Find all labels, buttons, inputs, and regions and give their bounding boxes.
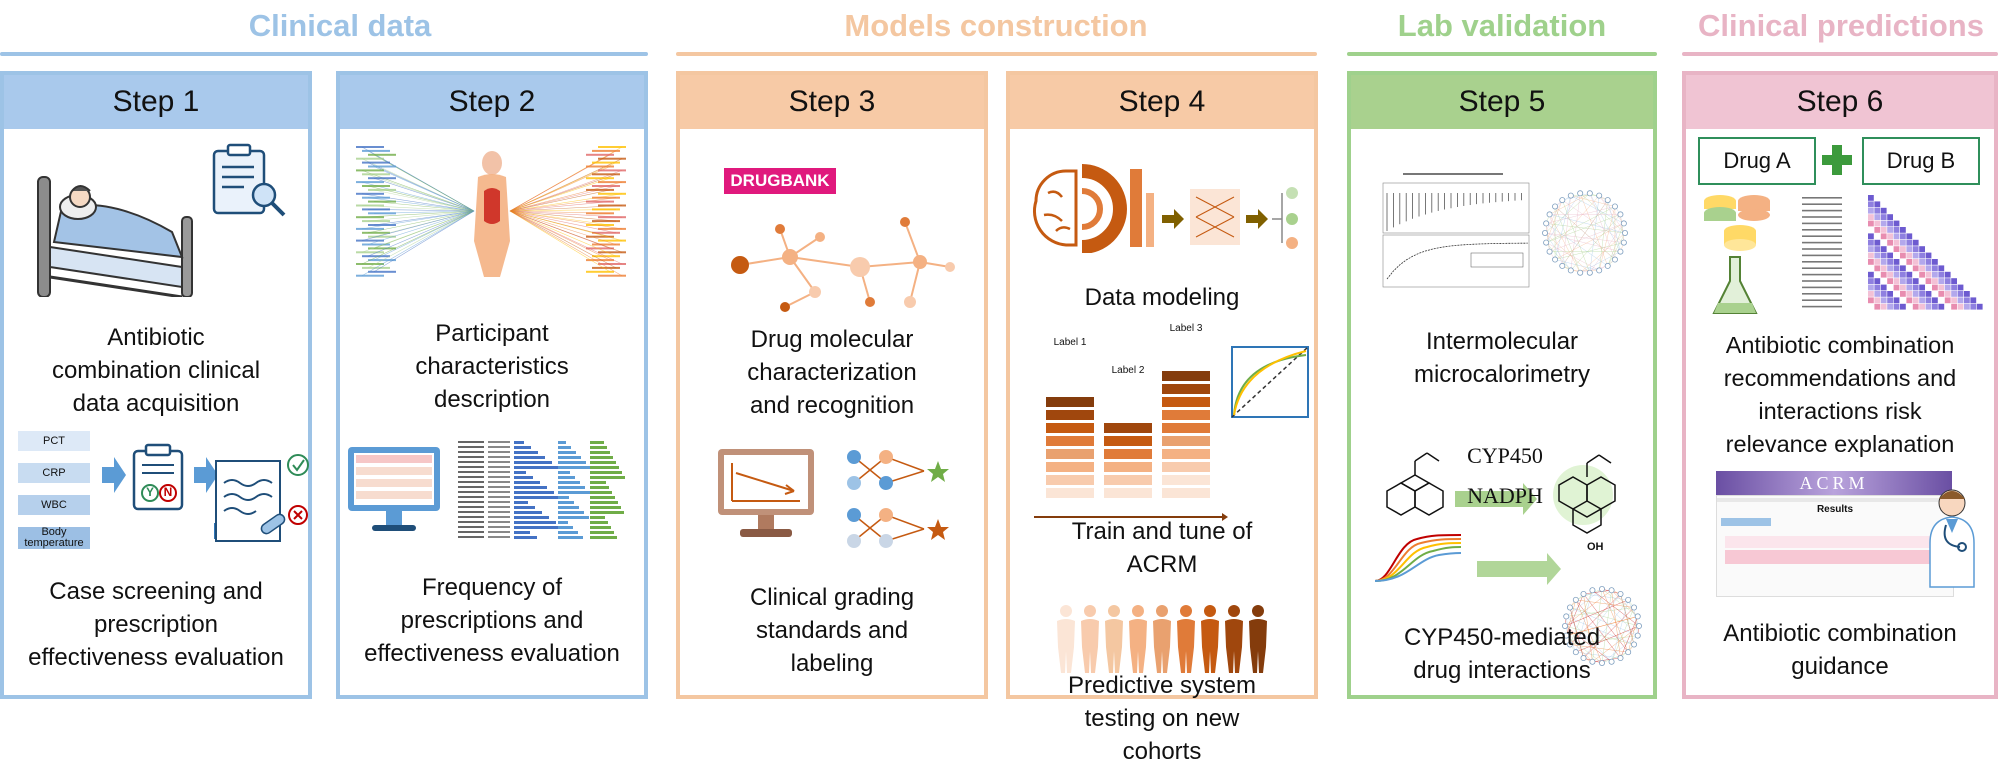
no-mark: N	[163, 485, 173, 499]
drug-a-label: Drug A	[1723, 148, 1791, 173]
microcalorimetry-plot	[1382, 173, 1530, 288]
section-title-lab-validation: Lab validation	[1397, 8, 1607, 43]
doctor-avatar	[1929, 489, 1975, 588]
step-4-header: Step 4	[1010, 75, 1314, 129]
label-3-text: Label 3	[1169, 323, 1203, 334]
step-5-header: Step 5	[1351, 75, 1653, 129]
interaction-circle-network	[1542, 190, 1629, 276]
checklist-icon	[132, 443, 184, 511]
tag-pct: PCT	[18, 431, 90, 451]
hospital-bed-icon	[37, 176, 193, 297]
section-rule-clinical-predictions	[1682, 52, 1998, 56]
acrm-nav-bar	[1717, 498, 1953, 502]
label-1-text: Label 1	[1053, 337, 1087, 348]
tag-crp: CRP	[18, 463, 90, 483]
hydroxyl-label: OH	[1587, 541, 1604, 553]
roc-curve-icon	[1231, 346, 1309, 418]
acrm-banner: ACRM	[1716, 471, 1952, 495]
drug-b-label: Drug B	[1886, 148, 1956, 173]
results-data-row	[1725, 550, 1945, 564]
tag-wbc: WBC	[18, 495, 90, 515]
monitor-table-icon	[348, 447, 440, 531]
label-graph-icon	[847, 450, 949, 548]
cohort-people-icon	[1057, 605, 1267, 673]
arrow-right-icon	[102, 457, 126, 493]
step-2-label: Step 2	[448, 85, 536, 118]
step-1-label: Step 1	[112, 85, 200, 118]
clipboard-search-icon	[212, 143, 286, 217]
yes-mark: Y	[145, 485, 154, 499]
molecular-graph-icon	[731, 217, 955, 312]
drug-b-box: Drug B	[1862, 137, 1980, 185]
results-header-row	[1725, 536, 1945, 548]
section-title-clinical-predictions: Clinical predictions	[1698, 8, 1984, 43]
arrow-right-icon	[194, 457, 218, 493]
label-bars-chart	[1034, 371, 1228, 521]
participant-network-illustration	[356, 146, 626, 277]
label-2-text: Label 2	[1111, 365, 1145, 376]
step-6-header: Step 6	[1686, 75, 1994, 129]
database-flask-icon	[1704, 195, 1770, 314]
step-4-caption-1: Data modeling	[1084, 284, 1240, 311]
interaction-heatmap	[1802, 195, 1983, 310]
acrm-results-panel: Results	[1716, 495, 1954, 597]
drug-a-box: Drug A	[1698, 137, 1816, 185]
prescription-note-icon	[215, 454, 309, 542]
enzyme-label: CYP450	[1467, 443, 1543, 468]
panel-step-6: Step 6 Drug A Drug B Antibiotic combinat…	[1682, 71, 1998, 699]
cyp450-reaction-diagram	[1374, 452, 1616, 585]
section-title-clinical-data: Clinical data	[248, 8, 432, 43]
cofactor-label: NADPH	[1467, 483, 1543, 508]
section-rule-models-construction	[676, 52, 1317, 56]
step-1-header: Step 1	[4, 75, 308, 129]
frequency-table-illustration	[458, 441, 625, 539]
panel-step-4: Step 4 Data modeling Label 1 Label 2 Lab…	[1006, 71, 1318, 765]
section-rule-clinical-data	[0, 52, 648, 56]
step-6-label: Step 6	[1796, 85, 1884, 118]
results-filter-chip	[1721, 518, 1771, 526]
section-title-models-construction: Models construction	[844, 8, 1148, 43]
results-title: Results	[1816, 504, 1854, 515]
step-3-header: Step 3	[680, 75, 984, 129]
step-2-header: Step 2	[340, 75, 644, 129]
section-rule-lab-validation	[1347, 52, 1657, 56]
interaction-circle-network-2	[1562, 586, 1643, 667]
monitor-chart-icon	[718, 449, 814, 537]
step-5-label: Step 5	[1458, 85, 1546, 118]
plus-icon	[1822, 145, 1852, 175]
brain-gear-model-icon	[1032, 164, 1298, 253]
drugbank-logo: DRUGBANK	[724, 168, 836, 194]
step-3-label: Step 3	[788, 85, 876, 118]
step-4-label: Step 4	[1118, 85, 1206, 118]
